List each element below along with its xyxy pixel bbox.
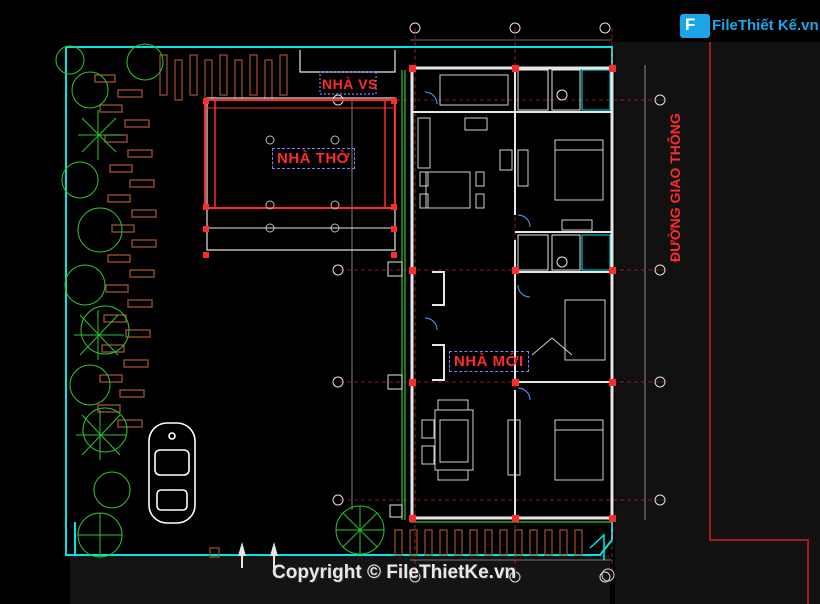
- label-road: ĐƯỜNG GIAO THÔNG: [667, 113, 683, 262]
- lower-road-strip: [70, 555, 610, 604]
- copyright-watermark: Copyright © FileThietKe.vn: [272, 562, 517, 583]
- new-house-plan: [387, 65, 616, 522]
- label-ancestral-house: NHÀ THỜ: [272, 148, 355, 169]
- outbuilding-toilet: [299, 50, 396, 95]
- ancestral-house-plan: [203, 97, 397, 258]
- brick-strips-top: [159, 54, 288, 101]
- brick-path-bottom: [209, 529, 583, 558]
- logo-icon: F: [680, 14, 710, 38]
- logo-text: FileThiết Kế.vn: [712, 17, 819, 34]
- grid-bubbles: [332, 22, 666, 583]
- north-arrows: [238, 542, 278, 568]
- label-toilet: NHÀ VS: [322, 76, 378, 92]
- brick-path: [94, 74, 157, 428]
- filethietke-logo[interactable]: F FileThiết Kế.vn: [680, 14, 819, 42]
- road-area: [615, 42, 820, 604]
- car-symbol: [148, 422, 196, 524]
- label-new-house: NHÀ MỚI: [449, 351, 529, 372]
- road-edge-line: [709, 42, 809, 604]
- trees-and-shrubs: [55, 43, 385, 558]
- lot-boundary: [65, 46, 613, 556]
- hedge: [401, 70, 612, 523]
